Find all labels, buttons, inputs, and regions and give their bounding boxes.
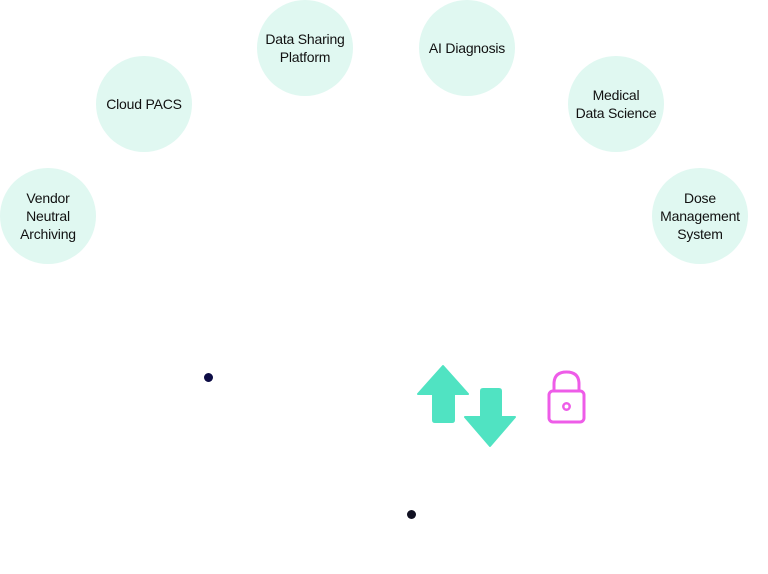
- node-label: Medical Data Science: [575, 87, 657, 121]
- up-arrow: [417, 365, 469, 423]
- dot-left: [204, 373, 213, 382]
- lock-icon: [547, 370, 586, 424]
- node-data-sharing-platform: Data Sharing Platform: [257, 0, 353, 96]
- node-label: Dose Management System: [660, 190, 740, 242]
- node-label: AI Diagnosis: [428, 40, 506, 56]
- node-medical-data-science: Medical Data Science: [568, 56, 664, 152]
- node-label: Vendor Neutral Archiving: [20, 190, 76, 242]
- node-label: Data Sharing Platform: [265, 31, 345, 65]
- node-cloud-pacs: Cloud PACS: [96, 56, 192, 152]
- down-arrow: [464, 388, 516, 447]
- up-down-arrows-icon: [417, 365, 516, 447]
- node-dose-management-system: Dose Management System: [652, 168, 748, 264]
- node-ai-diagnosis: AI Diagnosis: [419, 0, 515, 96]
- dot-bottom: [407, 510, 416, 519]
- node-vendor-neutral-archiving: Vendor Neutral Archiving: [0, 168, 96, 264]
- node-label: Cloud PACS: [106, 96, 182, 112]
